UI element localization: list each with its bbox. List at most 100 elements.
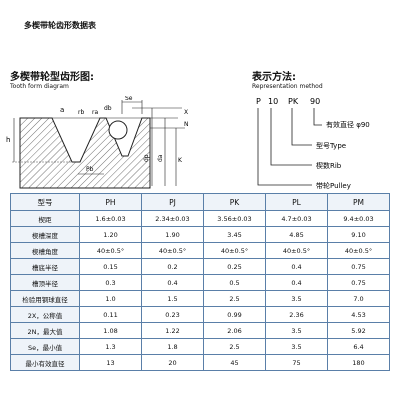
table-row: 楔槽角度 40±0.5° 40±0.5° 40±0.5° 40±0.5° 40±… bbox=[10, 242, 390, 259]
table-row: 检验用钢球直径 1.0 1.5 2.5 3.5 7.0 bbox=[10, 290, 390, 307]
table-cell: 40±0.5° bbox=[79, 242, 142, 259]
table-row: Se，最小值 1.3 1.8 2.5 3.5 6.4 bbox=[10, 338, 390, 355]
label-se: Se bbox=[125, 96, 133, 102]
rep-title-zh: 表示方法: bbox=[252, 72, 296, 83]
table-cell: 0.4 bbox=[265, 258, 328, 275]
label-h: h bbox=[6, 136, 10, 144]
label-db: db bbox=[104, 105, 112, 112]
table-cell: 1.8 bbox=[141, 338, 204, 355]
table-cell: 2.5 bbox=[203, 338, 266, 355]
tooth-data-table: 型号 PH PJ PK PL PM 楔距 1.6±0.03 2.34±0.03 … bbox=[10, 193, 390, 371]
tooth-form-diagram: h a rb ra db Se Pb X N dp da K bbox=[6, 96, 189, 189]
table-row: 楔距 1.6±0.03 2.34±0.03 3.56±0.03 4.7±0.03… bbox=[10, 210, 390, 227]
col-header-pl: PL bbox=[265, 193, 328, 211]
col-header-pj: PJ bbox=[141, 193, 204, 211]
table-cell: 1.0 bbox=[79, 290, 142, 307]
table-cell: 3.5 bbox=[265, 338, 328, 355]
table-cell: 0.15 bbox=[79, 258, 142, 275]
table-header-row: 型号 PH PJ PK PL PM bbox=[10, 193, 390, 211]
table-cell: 3.45 bbox=[203, 226, 266, 243]
table-cell: 1.22 bbox=[141, 322, 204, 339]
col-header-pk: PK bbox=[203, 193, 266, 211]
label-pb: Pb bbox=[86, 166, 94, 173]
table-row: 槽顶半径 0.3 0.4 0.5 0.4 0.75 bbox=[10, 274, 390, 291]
table-cell: 0.99 bbox=[203, 306, 266, 323]
code-p: P bbox=[256, 97, 261, 106]
table-cell: 2.34±0.03 bbox=[141, 210, 204, 227]
table-cell: 5.92 bbox=[327, 322, 390, 339]
table-cell: 40±0.5° bbox=[265, 242, 328, 259]
table-cell: 1.08 bbox=[79, 322, 142, 339]
table-cell: 75 bbox=[265, 354, 328, 371]
row-label: 检验用钢球直径 bbox=[10, 290, 80, 307]
table-cell: 7.0 bbox=[327, 290, 390, 307]
row-label: 槽底半径 bbox=[10, 258, 80, 275]
table-cell: 0.5 bbox=[203, 274, 266, 291]
table-cell: 0.25 bbox=[203, 258, 266, 275]
table-row: 2X，公称值 0.11 0.23 0.99 2.36 4.53 bbox=[10, 306, 390, 323]
row-label: Se，最小值 bbox=[10, 338, 80, 355]
table-cell: 0.23 bbox=[141, 306, 204, 323]
table-cell: 0.4 bbox=[141, 274, 204, 291]
row-label: 槽顶半径 bbox=[10, 274, 80, 291]
table-cell: 1.3 bbox=[79, 338, 142, 355]
label-a: a bbox=[60, 106, 64, 114]
diagram-title-en: Tooth form diagram bbox=[10, 83, 69, 90]
code-diameter: 90 bbox=[310, 97, 320, 106]
table-cell: 40±0.5° bbox=[327, 242, 390, 259]
table-cell: 40±0.5° bbox=[203, 242, 266, 259]
table-cell: 45 bbox=[203, 354, 266, 371]
diagram-heading: 多楔带轮型齿形图: Tooth form diagram bbox=[10, 72, 94, 91]
table-cell: 20 bbox=[141, 354, 204, 371]
table-cell: 3.5 bbox=[265, 322, 328, 339]
row-label: 最小有效直径 bbox=[10, 354, 80, 371]
table-row: 槽底半径 0.15 0.2 0.25 0.4 0.75 bbox=[10, 258, 390, 275]
label-ra: ra bbox=[92, 109, 98, 116]
row-label: 2X，公称值 bbox=[10, 306, 80, 323]
row-label: 2N，最大值 bbox=[10, 322, 80, 339]
label-dp: dp bbox=[143, 154, 150, 162]
page-title: 多楔带轮齿形数据表 bbox=[24, 21, 96, 30]
pulley-body bbox=[19, 117, 151, 189]
table-cell: 6.4 bbox=[327, 338, 390, 355]
code-ribs: 10 bbox=[268, 97, 278, 106]
row-label: 楔槽深度 bbox=[10, 226, 80, 243]
table-cell: 1.6±0.03 bbox=[79, 210, 142, 227]
table-cell: 2.5 bbox=[203, 290, 266, 307]
rep-item-type: 型号Type bbox=[316, 141, 346, 150]
check-ball bbox=[108, 120, 128, 140]
table-row: 2N，最大值 1.08 1.22 2.06 3.5 5.92 bbox=[10, 322, 390, 339]
table-cell: 0.11 bbox=[79, 306, 142, 323]
table-cell: 1.90 bbox=[141, 226, 204, 243]
table-cell: 0.2 bbox=[141, 258, 204, 275]
col-header-ph: PH bbox=[79, 193, 142, 211]
table-cell: 9.10 bbox=[327, 226, 390, 243]
table-row: 楔槽深度 1.20 1.90 3.45 4.85 9.10 bbox=[10, 226, 390, 243]
rep-item-pulley: 带轮Pulley bbox=[316, 181, 351, 190]
table-cell: 0.75 bbox=[327, 258, 390, 275]
table-cell: 13 bbox=[79, 354, 142, 371]
table-cell: 40±0.5° bbox=[141, 242, 204, 259]
table-cell: 4.53 bbox=[327, 306, 390, 323]
rep-item-rib: 楔数Rib bbox=[316, 161, 342, 170]
code-type: PK bbox=[288, 97, 299, 106]
row-label: 楔槽角度 bbox=[10, 242, 80, 259]
table-cell: 3.56±0.03 bbox=[203, 210, 266, 227]
row-label: 楔距 bbox=[10, 210, 80, 227]
table-cell: 2.36 bbox=[265, 306, 328, 323]
table-cell: 0.75 bbox=[327, 274, 390, 291]
label-n: N bbox=[184, 121, 189, 128]
table-row: 最小有效直径 13 20 45 75 180 bbox=[10, 354, 390, 371]
table-cell: 2.06 bbox=[203, 322, 266, 339]
table-cell: 0.3 bbox=[79, 274, 142, 291]
col-header-pm: PM bbox=[327, 193, 390, 211]
table-cell: 4.7±0.03 bbox=[265, 210, 328, 227]
label-rb: rb bbox=[78, 109, 84, 116]
table-cell: 4.85 bbox=[265, 226, 328, 243]
col-header-type: 型号 bbox=[10, 193, 80, 211]
rep-title-en: Representation method bbox=[252, 83, 323, 90]
label-x: X bbox=[184, 109, 188, 116]
table-cell: 0.4 bbox=[265, 274, 328, 291]
table-cell: 1.20 bbox=[79, 226, 142, 243]
representation-heading: 表示方法: Representation method bbox=[252, 72, 323, 91]
